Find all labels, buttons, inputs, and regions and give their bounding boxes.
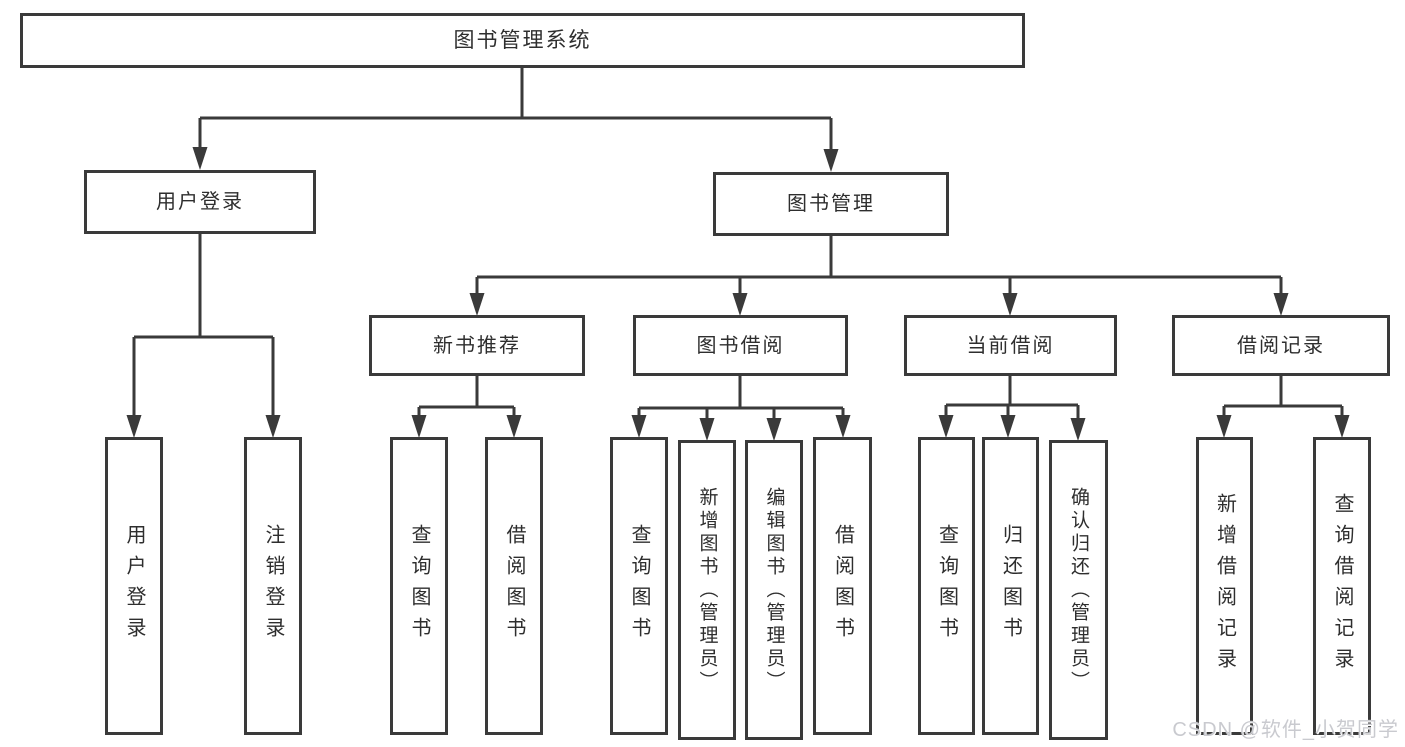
node-label: 当前借阅: [966, 334, 1055, 357]
leaf-borrow-books-recommend: 借阅图书: [485, 437, 543, 735]
node-label: 归还图书: [999, 524, 1022, 648]
node-label: 图书管理: [787, 193, 875, 215]
leaf-user-login: 用户登录: [105, 437, 163, 735]
node-label: 新增图书（管理员）: [696, 486, 718, 694]
node-book-borrow: 图书借阅: [633, 315, 848, 376]
leaf-return-book: 归还图书: [982, 437, 1039, 735]
leaf-logout: 注销登录: [244, 437, 302, 735]
node-label: 借阅记录: [1237, 334, 1325, 357]
node-label: 用户登录: [156, 191, 244, 213]
node-label: 图书管理系统: [453, 29, 592, 52]
node-label: 图书借阅: [696, 334, 785, 357]
node-label: 编辑图书（管理员）: [763, 486, 785, 694]
node-label: 查询图书: [935, 524, 958, 648]
node-label: 注销登录: [262, 524, 284, 648]
leaf-borrow-books: 借阅图书: [813, 437, 872, 735]
node-user-login: 用户登录: [84, 170, 316, 234]
leaf-query-books-recommend: 查询图书: [390, 437, 448, 735]
node-label: 新书推荐: [433, 334, 521, 357]
node-label: 借阅图书: [503, 524, 525, 648]
node-current-borrow: 当前借阅: [904, 315, 1117, 376]
leaf-add-borrow-record: 新增借阅记录: [1196, 437, 1253, 735]
leaf-query-books-current: 查询图书: [918, 437, 975, 735]
leaf-edit-book-admin: 编辑图书（管理员）: [745, 440, 803, 740]
leaf-add-book-admin: 新增图书（管理员）: [678, 440, 736, 740]
leaf-query-books-borrow: 查询图书: [610, 437, 668, 735]
node-label: 用户登录: [123, 524, 145, 648]
node-book-management: 图书管理: [713, 172, 949, 236]
node-label: 新增借阅记录: [1213, 493, 1236, 679]
node-label: 查询借阅记录: [1331, 493, 1353, 679]
node-new-book-recommend: 新书推荐: [369, 315, 585, 376]
node-label: 借阅图书: [831, 524, 854, 648]
leaf-query-borrow-record: 查询借阅记录: [1313, 437, 1371, 735]
node-label: 查询图书: [628, 524, 650, 648]
node-label: 查询图书: [408, 524, 430, 648]
node-root: 图书管理系统: [20, 13, 1025, 68]
watermark: CSDN @软件_小贺同学: [1172, 719, 1399, 741]
node-borrow-records: 借阅记录: [1172, 315, 1390, 376]
node-label: 确认归还（管理员）: [1068, 486, 1089, 694]
leaf-confirm-return-admin: 确认归还（管理员）: [1049, 440, 1108, 740]
